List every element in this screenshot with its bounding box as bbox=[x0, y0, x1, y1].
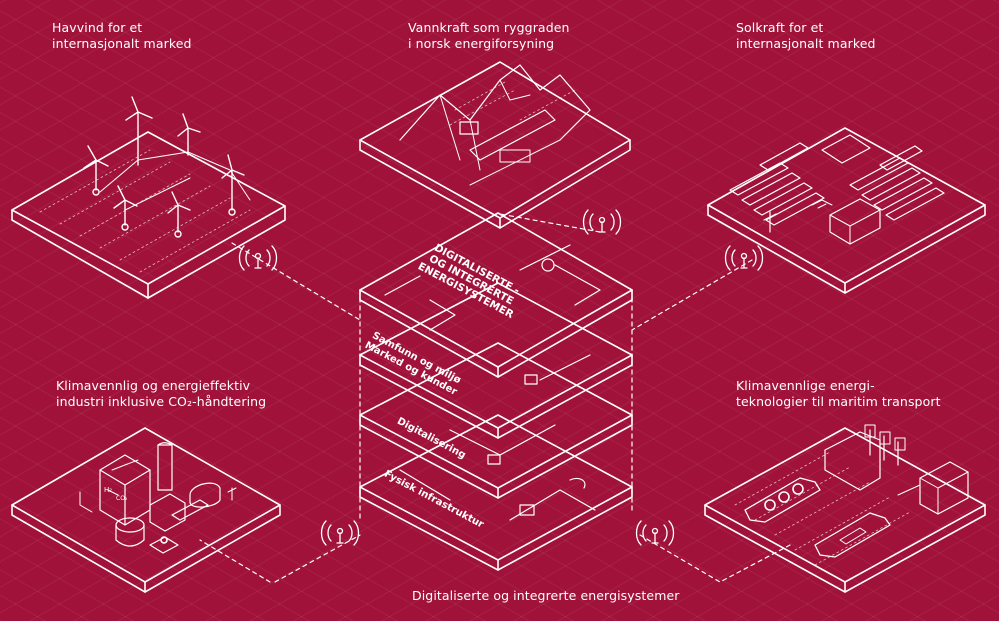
layer-top bbox=[359, 212, 633, 378]
wireless-icons bbox=[238, 209, 764, 546]
label-maritime-line2: teknologier til maritim transport bbox=[736, 394, 941, 409]
tile-solar bbox=[707, 127, 986, 294]
connector-solar bbox=[631, 259, 753, 331]
label-offshore-wind: Havvind for et internasjonalt marked bbox=[52, 20, 192, 52]
label-maritime-line1: Klimavennlige energi- bbox=[736, 378, 875, 393]
label-maritime: Klimavennlige energi- teknologier til ma… bbox=[736, 378, 941, 410]
label-solar-line1: Solkraft for et bbox=[736, 20, 824, 35]
antenna-icon-wind bbox=[238, 245, 278, 271]
layer-physical bbox=[359, 414, 633, 571]
antenna-icon-solar bbox=[724, 245, 764, 271]
supply-ship bbox=[814, 512, 891, 558]
connector-industry bbox=[274, 534, 361, 583]
tile-hydropower bbox=[359, 61, 631, 229]
layer-stack bbox=[359, 212, 633, 571]
layer-society bbox=[359, 282, 633, 439]
label-offshore-wind-line2: internasjonalt marked bbox=[52, 36, 192, 51]
label-industry: Klimavennlig og energieffektiv industri … bbox=[56, 378, 266, 410]
label-solar-line2: internasjonalt marked bbox=[736, 36, 876, 51]
tile-offshore-wind bbox=[11, 96, 286, 299]
wind-turbines bbox=[83, 96, 245, 238]
label-solar: Solkraft for et internasjonalt marked bbox=[736, 20, 876, 52]
antenna-icon-hydro bbox=[582, 209, 622, 235]
label-bottom-caption: Digitaliserte og integrerte energisystem… bbox=[412, 588, 680, 603]
solar-panels bbox=[729, 142, 945, 226]
connector-wind bbox=[231, 242, 361, 321]
connector-lines bbox=[199, 213, 791, 583]
co2-mark: CO₂ bbox=[116, 495, 128, 502]
chimney bbox=[157, 444, 173, 491]
label-hydropower-line2: i norsk energiforsyning bbox=[408, 36, 555, 51]
label-offshore-wind-line1: Havvind for et bbox=[52, 20, 143, 35]
label-hydropower: Vannkraft som ryggraden i norsk energifo… bbox=[408, 20, 570, 52]
label-industry-line1: Klimavennlig og energieffektiv bbox=[56, 378, 251, 393]
antenna-icon-industry bbox=[320, 520, 360, 546]
connector-hydro bbox=[499, 213, 601, 233]
antenna-icon-maritime bbox=[635, 520, 675, 546]
lng-ship bbox=[744, 477, 821, 523]
layer-digital bbox=[359, 342, 633, 499]
connector-industry-tile bbox=[199, 539, 271, 583]
label-industry-line2: industri inklusive CO₂-håndtering bbox=[56, 394, 267, 409]
connector-maritime bbox=[639, 534, 791, 583]
label-hydropower-line1: Vannkraft som ryggraden bbox=[408, 20, 570, 35]
tile-industry bbox=[11, 427, 281, 593]
h2-mark: H₂ bbox=[104, 486, 112, 494]
tile-maritime bbox=[704, 424, 986, 593]
